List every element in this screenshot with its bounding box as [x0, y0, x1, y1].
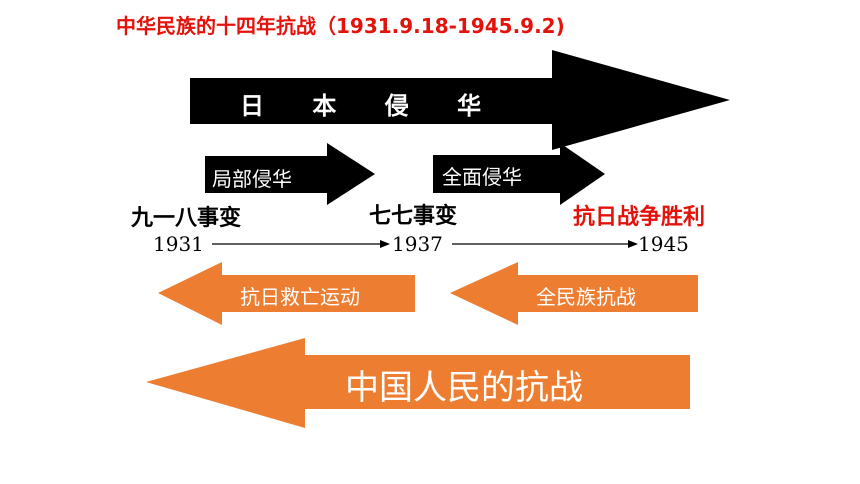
year-1937: 1937	[392, 232, 443, 256]
event-mukden-incident: 九一八事变	[131, 206, 242, 231]
event-victory: 抗日战争胜利	[573, 205, 706, 230]
partial-invasion-label: 局部侵华	[212, 167, 292, 191]
year-1945: 1945	[638, 232, 689, 256]
japan-invasion-label: 日 本 侵 华	[240, 92, 502, 120]
nationwide-resistance-label: 全民族抗战	[536, 285, 636, 309]
chinese-people-resistance-label: 中国人民的抗战	[345, 368, 583, 408]
year-1931: 1931	[153, 232, 204, 256]
event-marco-polo-bridge-incident: 七七事变	[369, 204, 458, 229]
anti-japan-movement-label: 抗日救亡运动	[240, 285, 360, 309]
page-title: 中华民族的十四年抗战（1931.9.18-1945.9.2)	[116, 14, 565, 38]
full-invasion-label: 全面侵华	[442, 165, 522, 189]
